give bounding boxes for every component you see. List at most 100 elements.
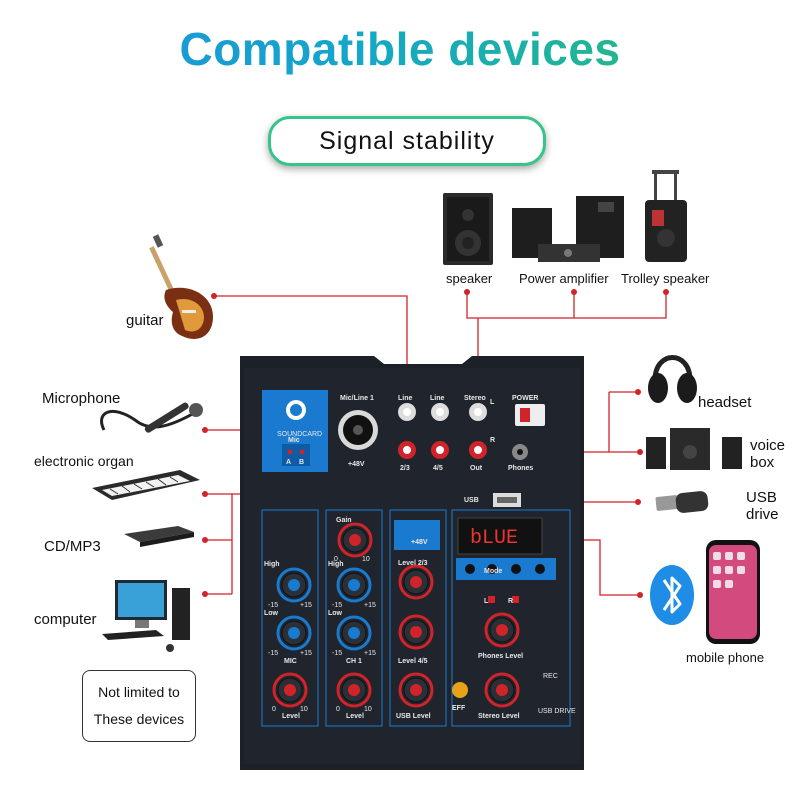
page-title: Compatible devices <box>0 22 800 76</box>
knob[interactable] <box>337 522 373 558</box>
mixer-labels: SOUNDCARD Mic A B Mic/Line 1 +48V Line L… <box>264 395 576 720</box>
display-text: bLUE <box>470 527 518 550</box>
rec-label: REC <box>543 673 558 680</box>
knob[interactable] <box>484 672 520 708</box>
micline1-label: Mic/Line 1 <box>340 395 374 402</box>
in23-label: 2/3 <box>400 465 410 472</box>
r-led-label: R <box>508 598 513 605</box>
high-label-1: High <box>264 561 280 568</box>
level-label-1: Level <box>282 713 300 720</box>
scale-zero-l2: 0 <box>336 706 340 713</box>
cd-player-image <box>124 526 194 547</box>
speaker-label: speaker <box>446 271 493 286</box>
mobile-phone-image <box>706 540 760 644</box>
subtitle-text: Signal stability <box>319 126 495 155</box>
voice-label: voice <box>750 437 785 454</box>
connection-dots <box>202 289 669 598</box>
usb-port <box>493 493 521 507</box>
phones-level-label: Phones Level <box>478 653 523 660</box>
cd-mp3-label: CD/MP3 <box>44 538 101 555</box>
eff-label: EFF <box>452 705 466 712</box>
knob[interactable] <box>272 672 308 708</box>
knob[interactable] <box>398 672 434 708</box>
level-led <box>512 596 519 603</box>
knob[interactable] <box>398 614 434 650</box>
computer-image <box>102 580 190 652</box>
phantom-block <box>394 520 440 550</box>
in45-label: 4/5 <box>433 465 443 472</box>
scale-ten-gain: 10 <box>362 556 370 563</box>
subtitle-pill: Signal stability <box>268 116 546 166</box>
high-label-2: High <box>328 561 344 568</box>
stereo-l-label: L <box>490 399 495 406</box>
keyboard-image <box>92 470 200 500</box>
transport-button[interactable] <box>487 564 497 574</box>
knob[interactable] <box>398 564 434 600</box>
level-label-2: Level <box>346 713 364 720</box>
scale-ten-l1: 10 <box>300 706 308 713</box>
headset-image <box>648 355 697 403</box>
scale-minus-2: -15 <box>332 602 342 609</box>
power-label: POWER <box>512 395 538 402</box>
scale-ten-l2: 10 <box>364 706 372 713</box>
usb-label: USB <box>464 497 479 504</box>
mic-ab-label: Mic <box>288 437 300 444</box>
power-amplifier-image <box>512 196 624 262</box>
knob[interactable] <box>484 612 520 648</box>
trolley-speaker-image <box>645 170 687 262</box>
note-box: Not limited to These devices <box>82 670 196 742</box>
line1-label: Line <box>398 395 412 402</box>
transport-button[interactable] <box>535 564 545 574</box>
stereo-r-label: R <box>490 437 495 444</box>
phantom-label: +48V <box>411 539 428 546</box>
usb-drive-small-label: USB DRIVE <box>538 708 576 715</box>
stereo-level-label: Stereo Level <box>478 713 520 720</box>
level45-label: Level 4/5 <box>398 658 428 665</box>
b-label: B <box>299 459 304 466</box>
low-label-2: Low <box>328 610 343 617</box>
transport-bar <box>456 558 556 580</box>
speaker-image <box>443 193 493 265</box>
power-switch[interactable] <box>515 404 545 426</box>
low-label-1: Low <box>264 610 279 617</box>
power-amplifier-label: Power amplifier <box>519 271 609 286</box>
guitar-image <box>149 234 214 339</box>
mic-label: MIC <box>284 658 297 665</box>
mode-label: Mode <box>484 568 502 575</box>
usb-word-label: USB <box>746 489 777 506</box>
scale-plus-2: +15 <box>364 602 376 609</box>
out-label: Out <box>470 465 483 472</box>
trolley-speaker-label: Trolley speaker <box>621 271 710 286</box>
knobs <box>272 522 545 708</box>
scale-minus-4: -15 <box>332 650 342 657</box>
microphone-image <box>100 402 203 433</box>
a-label: A <box>286 459 291 466</box>
l-led-label: L <box>484 598 489 605</box>
note-line-2: These devices <box>93 711 185 727</box>
knob[interactable] <box>336 672 372 708</box>
scale-plus-3: +15 <box>300 650 312 657</box>
scale-minus-3: -15 <box>268 650 278 657</box>
phones-jack <box>512 444 528 460</box>
headset-label: headset <box>698 394 752 411</box>
section-outlines <box>261 509 571 727</box>
transport-button[interactable] <box>465 564 475 574</box>
scale-plus-4: +15 <box>364 650 376 657</box>
scale-plus-1: +15 <box>300 602 312 609</box>
knob[interactable] <box>336 615 372 651</box>
brand-label: SOUNDCARD <box>277 431 322 438</box>
eff-jack <box>452 682 468 698</box>
drive-word-label: drive <box>746 506 779 523</box>
transport-button[interactable] <box>511 564 521 574</box>
bluetooth-icon <box>650 565 694 625</box>
knob[interactable] <box>336 567 372 603</box>
combo-jack <box>338 410 378 450</box>
microphone-label: Microphone <box>42 390 120 407</box>
knob[interactable] <box>276 567 312 603</box>
usb-level-label: USB Level <box>396 713 431 720</box>
electronic-organ-label: electronic organ <box>34 453 134 469</box>
note-line-1: Not limited to <box>98 684 180 700</box>
knob[interactable] <box>276 615 312 651</box>
scale-zero-l1: 0 <box>272 706 276 713</box>
